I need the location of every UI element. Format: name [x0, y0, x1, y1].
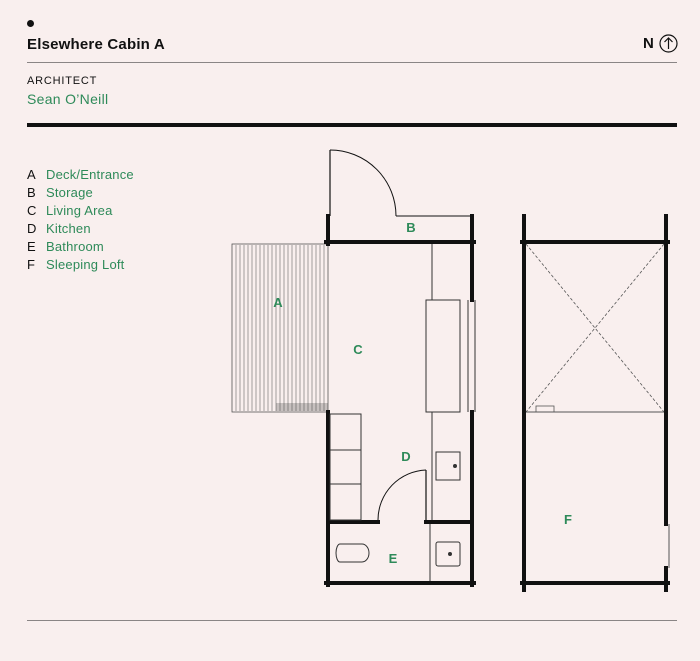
room-label-b: B [406, 220, 415, 235]
header-dot [27, 20, 34, 27]
loft-walls [520, 214, 670, 592]
legend-item: E Bathroom [27, 238, 134, 256]
page-title: Elsewhere Cabin A [27, 36, 165, 53]
legend-item: C Living Area [27, 202, 134, 220]
legend-label: Storage [46, 185, 93, 200]
deck-area [231, 243, 329, 413]
legend-label: Sleeping Loft [46, 257, 125, 272]
legend-key: F [27, 257, 35, 272]
room-label-f: F [564, 512, 572, 527]
bathroom-fixtures [335, 524, 461, 581]
kitchen-sink [435, 451, 461, 481]
legend-item: D Kitchen [27, 220, 134, 238]
header-divider [27, 62, 677, 63]
architect-label: ARCHITECT [27, 75, 98, 87]
bathroom-door [377, 469, 427, 522]
loft-void [525, 243, 670, 568]
legend-item: B Storage [27, 184, 134, 202]
room-label-c: C [353, 342, 363, 357]
legend-item: F Sleeping Loft [27, 256, 134, 274]
legend-key: D [27, 221, 37, 236]
north-letter: N [643, 35, 654, 52]
north-indicator: N [643, 34, 678, 53]
legend-key: A [27, 167, 36, 182]
room-label-e: E [389, 551, 398, 566]
legend-label: Bathroom [46, 239, 104, 254]
north-arrow-icon [659, 34, 678, 53]
room-label-d: D [401, 449, 410, 464]
room-label-a: A [273, 295, 283, 310]
architect-name: Sean O’Neill [27, 91, 109, 107]
legend-label: Living Area [46, 203, 113, 218]
section-divider [27, 123, 677, 127]
legend-key: B [27, 185, 36, 200]
legend-key: C [27, 203, 37, 218]
legend-label: Kitchen [46, 221, 91, 236]
ground-floor-walls [324, 214, 476, 587]
kitchen-counter [425, 244, 461, 520]
entrance-door [329, 149, 472, 217]
legend-item: A Deck/Entrance [27, 166, 134, 184]
legend-key: E [27, 239, 36, 254]
storage-cabinets [329, 413, 362, 521]
footer-divider [27, 620, 677, 621]
legend-label: Deck/Entrance [46, 167, 134, 182]
room-legend: A Deck/Entrance B Storage C Living Area D Ki… [27, 166, 134, 274]
